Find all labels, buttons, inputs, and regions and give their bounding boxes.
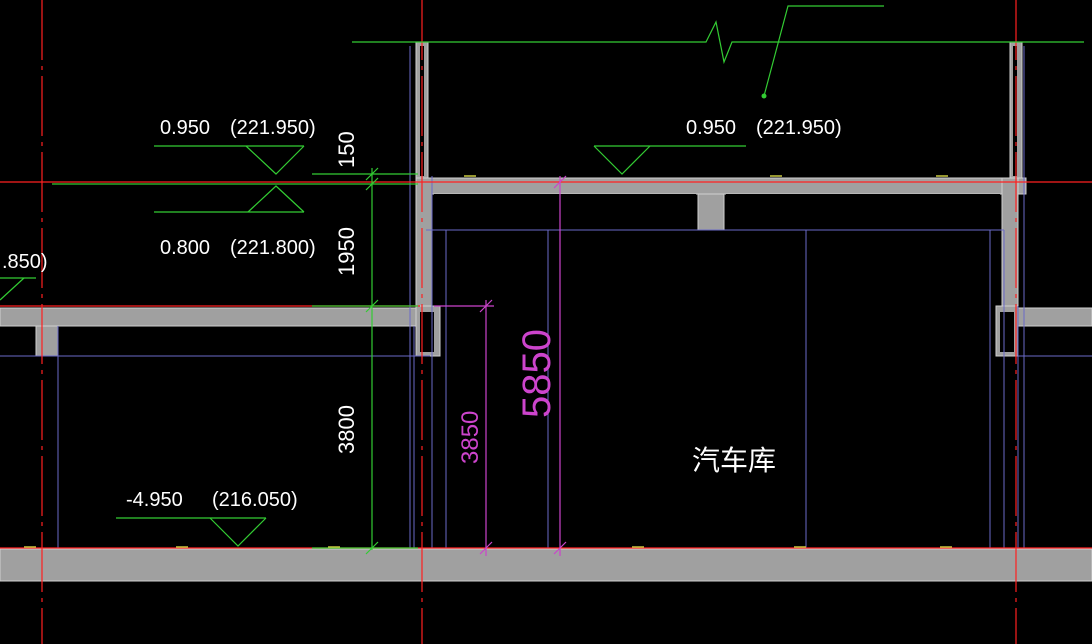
- leader-line: [763, 5, 884, 97]
- level-mark-left-mid: 0.800 (221.800): [160, 237, 316, 259]
- level-elevation: -4.950: [126, 489, 183, 511]
- level-elevation: .850): [2, 251, 48, 273]
- dimension-150: 150: [334, 131, 359, 168]
- level-mark-left-edge: .850): [2, 251, 48, 273]
- level-elevation: 0.950: [160, 117, 210, 139]
- level-absolute: (216.050): [212, 489, 298, 511]
- level-mark-bottom: -4.950 (216.050): [126, 489, 298, 511]
- level-absolute: (221.950): [756, 117, 842, 139]
- ground-slab: [0, 548, 1092, 582]
- left-wall-upper: [415, 177, 433, 307]
- level-elevation: 0.950: [686, 117, 736, 139]
- level-absolute: (221.800): [230, 237, 316, 259]
- room-label: 汽车库: [692, 444, 776, 477]
- upper-slab-beam: [697, 193, 725, 231]
- dimension-5850: 5850: [515, 329, 559, 418]
- leader-dot: [761, 93, 767, 99]
- guide-lines: [0, 46, 1092, 548]
- dimension-1950: 1950: [334, 227, 359, 276]
- lower-slab-left: [0, 307, 437, 327]
- level-lines: [0, 5, 1084, 555]
- level-mark-left-top: 0.950 (221.950): [160, 117, 316, 139]
- dimension-3800: 3800: [334, 405, 359, 454]
- level-absolute: (221.950): [230, 117, 316, 139]
- upper-slab: [415, 177, 1027, 195]
- top-break-line: [352, 20, 1084, 65]
- dimension-3850: 3850: [457, 411, 484, 464]
- level-mark-right-top: 0.950 (221.950): [686, 117, 842, 139]
- column-stub-left: [35, 325, 59, 357]
- magenta-dimensions: [434, 175, 567, 556]
- level-elevation: 0.800: [160, 237, 210, 259]
- floor-ticks: [24, 175, 952, 548]
